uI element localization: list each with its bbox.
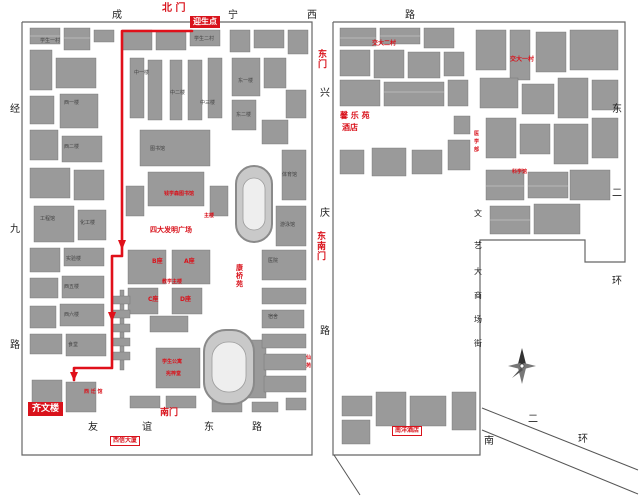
road-char: 环 [578,434,588,445]
road-char: 艺 [474,241,482,250]
building-hatching [30,35,568,221]
east-village-1-label: 交大一村 [510,56,535,63]
library-label: 钱学森图书馆 [164,191,195,197]
east-village-2-label: 交大二村 [372,40,397,47]
road-char: 九 [10,224,20,235]
walking-route [72,29,194,382]
building-label: 图书馆 [150,146,166,152]
east-campus-buildings [339,27,619,445]
north-gate-label: 北 门 [162,3,186,14]
wing-a-label: A座 [184,258,195,265]
compass-rose-icon [508,348,536,384]
wing-c-label: C座 [148,296,159,303]
road-char: 路 [10,340,20,351]
building-label: 医院 [268,258,279,264]
road-char: 宁 [228,10,238,21]
road-char: 路 [320,326,330,337]
road-char: 大 [474,267,482,276]
hotel-label-top: 馨 乐 苑 [340,111,370,120]
friendship-building-label: 西信大厦 [110,436,141,446]
building-label: 西一楼 [64,100,80,106]
road-char: 经 [10,104,20,115]
building-label: 东一楼 [238,78,254,84]
athletic-fields [203,165,273,405]
xianyuan-label: 仙苑 [306,355,312,369]
science-hall-label: 科学馆 [512,169,528,175]
kangcheng-label: 康桥苑 [236,264,243,288]
southeast-gate-label: 东南门 [317,232,327,262]
building-label: 实验楼 [66,256,82,262]
hotel-label-bottom: 酒店 [342,123,358,132]
road-char: 成 [112,10,122,21]
building-label: 中二楼 [170,90,186,96]
dorm-west-label: 西 迁 馆 [84,389,103,395]
road-char: 商 [474,291,482,300]
road-char: 兴 [320,88,330,99]
east-gate-label: 东门 [318,50,328,70]
nanyang-hotel-label: 南洋酒店 [392,426,423,436]
wing-d-label: D座 [180,296,191,303]
road-char: 南 [484,436,494,447]
road-char: 二 [528,414,538,425]
road-char: 环 [612,276,622,287]
road-char: 东 [612,104,622,115]
teaching-building-label: 教学主楼 [162,279,183,285]
road-char: 路 [252,422,262,433]
building-label: 体育馆 [282,172,298,178]
road-char: 东 [204,422,214,433]
destination-marker: 齐文楼 [28,402,64,416]
building-label: 东二楼 [236,112,252,118]
road-char: 文 [474,209,482,218]
road-char: 庆 [320,208,330,219]
building-label: 中一楼 [134,70,150,76]
road-char: 场 [474,315,482,324]
building-label: 中三楼 [200,100,216,106]
building-label: 工程馆 [40,216,56,222]
start-point-marker: 迎生点 [190,16,220,28]
building-label: 宿舍 [268,314,279,320]
road-char: 路 [405,10,415,21]
road-char: 西 [307,10,317,21]
xianzi-hall-label: 宪梓堂 [166,371,182,377]
south-gate-label: 南门 [160,408,179,418]
building-label: 食堂 [68,342,79,348]
square-label: 四大发明广场 [150,226,192,234]
main-building-label: 主楼 [204,213,215,219]
route-arrows [70,240,126,381]
building-label: 西二楼 [64,144,80,150]
road-char: 二 [612,188,622,199]
south-ring-road [333,407,639,496]
road-char: 街 [474,339,482,348]
road-char: 友 [88,422,98,433]
road-char: 谊 [142,422,152,433]
medical-dept-label: 医学部 [474,131,480,153]
building-label: 学生二村 [194,36,215,42]
building-label: 西五楼 [64,284,80,290]
building-label: 西六楼 [64,312,80,318]
wing-b-label: B座 [152,258,163,265]
building-label: 游泳馆 [280,222,296,228]
building-label: 化工楼 [80,220,96,226]
dorm-label: 学生公寓 [162,359,183,365]
building-label: 学生一村 [40,38,61,44]
